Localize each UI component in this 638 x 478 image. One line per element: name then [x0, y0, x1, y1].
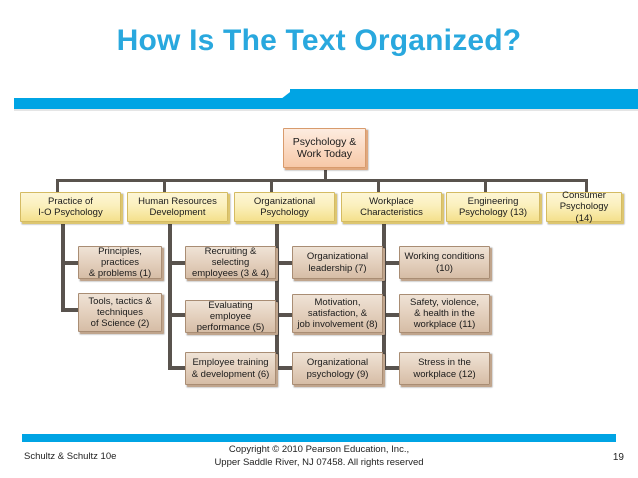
- node-leaf-motivation-satisfaction-job-involvement[interactable]: Motivation,satisfaction, &job involvemen…: [292, 294, 383, 333]
- footer-accent-bar: [22, 434, 616, 442]
- node-leaf-employee-training-development[interactable]: Employee training& development (6): [185, 352, 276, 385]
- connector-stub-4a: [382, 261, 399, 265]
- connector-spine-2: [168, 222, 172, 370]
- connector-drop-5: [484, 179, 487, 192]
- connector-stub-1b: [61, 308, 78, 312]
- connector-stub-4c: [382, 366, 399, 370]
- connector-stub-3c: [275, 366, 292, 370]
- connector-spine-4: [382, 222, 386, 370]
- node-root-label: Psychology &Work Today: [292, 135, 357, 160]
- header-bar-right-segment: [290, 89, 638, 109]
- connector-stub-2c: [168, 366, 185, 370]
- node-label: Working conditions(10): [404, 251, 485, 274]
- node-label: Motivation,satisfaction, &job involvemen…: [297, 296, 378, 331]
- connector-stub-3b: [275, 313, 292, 317]
- connector-drop-2: [163, 179, 166, 192]
- node-label: Principles, practices& problems (1): [88, 245, 152, 280]
- footer-copyright: Copyright © 2010 Pearson Education, Inc.…: [0, 444, 638, 470]
- connector-drop-4: [377, 179, 380, 192]
- node-label: Employee training& development (6): [191, 357, 270, 380]
- node-leaf-principles-practices-problems[interactable]: Principles, practices& problems (1): [78, 246, 162, 279]
- connector-drop-6: [585, 179, 588, 192]
- connector-stub-2b: [168, 313, 185, 317]
- header-accent-bar: [0, 88, 638, 112]
- connector-stub-4b: [382, 313, 399, 317]
- page-title: How Is The Text Organized?: [116, 24, 522, 57]
- node-leaf-working-conditions[interactable]: Working conditions(10): [399, 246, 490, 279]
- header-bar-shadow: [14, 109, 638, 111]
- footer-copyright-line-2: Upper Saddle River, NJ 07458. All rights…: [214, 456, 424, 468]
- connector-spine-1: [61, 222, 65, 312]
- footer-copyright-line-1: Copyright © 2010 Pearson Education, Inc.…: [228, 444, 410, 455]
- page-number: 19: [612, 452, 624, 463]
- connector-stub-2a: [168, 261, 185, 265]
- node-root[interactable]: Psychology &Work Today: [283, 128, 366, 168]
- connector-stub-1a: [61, 261, 78, 265]
- header-bar-left-segment: [14, 98, 292, 109]
- connector-drop-1: [56, 179, 59, 192]
- connector-main-bus: [56, 179, 588, 182]
- footer-attribution: Schultz & Schultz 10e: [24, 451, 117, 462]
- connector-stub-3a: [275, 261, 292, 265]
- connector-spine-3: [275, 222, 279, 370]
- connector-drop-3: [270, 179, 273, 192]
- connector-root-stem: [324, 168, 327, 181]
